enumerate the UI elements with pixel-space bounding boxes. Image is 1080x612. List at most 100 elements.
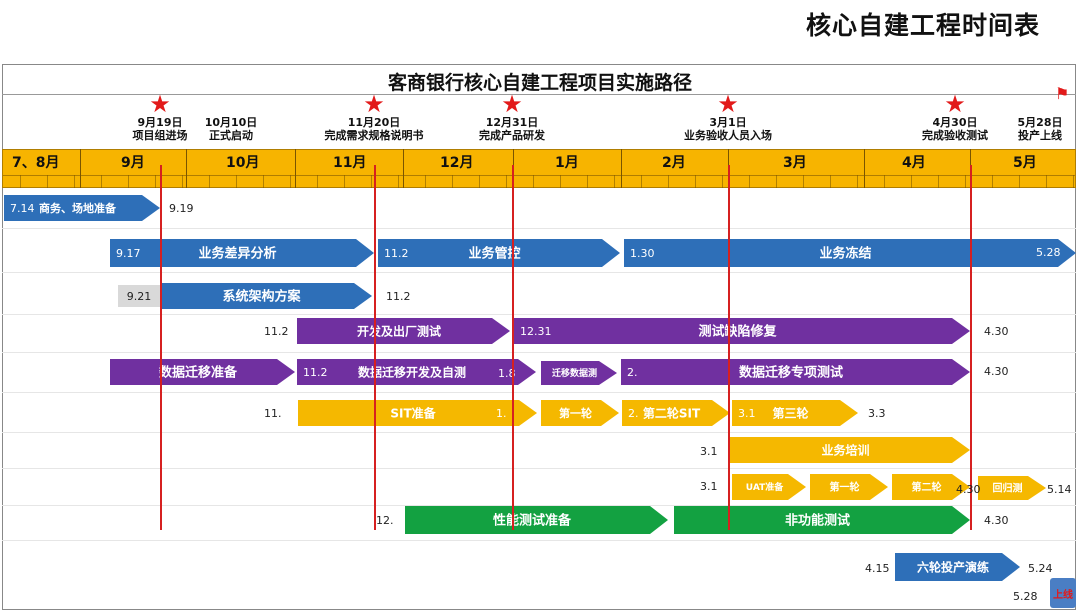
row-separator: [2, 432, 1076, 433]
week-tick: [587, 175, 588, 188]
milestone-star-icon: ★: [717, 90, 739, 118]
task-arrow: [621, 359, 970, 385]
task-label: 第一轮: [830, 481, 860, 494]
task-start-label: 2.: [627, 366, 638, 379]
task-end-label: 4.30: [984, 365, 1009, 378]
month-separator: [621, 149, 622, 188]
task-start-label: 1.30: [630, 247, 655, 260]
week-tick: [992, 175, 993, 188]
month-label: 11月: [333, 155, 367, 171]
milestone-desc: 业务验收人员入场: [684, 129, 772, 142]
task-label: 业务差异分析: [198, 246, 276, 262]
milestone-desc: 投产上线: [1018, 129, 1062, 142]
task-label: 业务管控: [468, 246, 520, 262]
milestone-date: 10月10日: [204, 116, 258, 129]
task-start-label: 3.1: [700, 480, 718, 493]
task-label: 回归测: [993, 482, 1023, 495]
milestone-date: 11月20日: [347, 116, 401, 129]
task-arrow: [541, 400, 619, 426]
task-arrow: [4, 195, 160, 221]
week-tick: [182, 175, 183, 188]
month-label: 1月: [555, 155, 579, 171]
flag-icon: ⚑: [1055, 84, 1070, 103]
week-tick: [857, 175, 858, 188]
task-arrow: [378, 239, 620, 267]
task-arrow: [892, 474, 970, 500]
task-start-label: 3.1: [700, 445, 718, 458]
task-end-label: 5.14: [1047, 483, 1072, 496]
month-label: 3月: [783, 155, 807, 171]
week-tick: [155, 175, 156, 188]
week-tick: [911, 175, 912, 188]
week-tick: [641, 175, 642, 188]
month-label: 9月: [121, 155, 145, 171]
task-arrow: [732, 400, 858, 426]
week-tick: [236, 175, 237, 188]
task-arrow: [674, 506, 970, 534]
milestone-star-icon: ★: [944, 90, 966, 118]
task-label: 业务冻结: [819, 246, 871, 262]
row-separator: [2, 314, 1076, 315]
chart-title: 客商银行核心自建工程项目实施路径: [387, 72, 692, 94]
milestone-line: [970, 165, 972, 530]
week-tick: [1019, 175, 1020, 188]
week-tick: [668, 175, 669, 188]
task-start-label: 7.14: [10, 202, 35, 215]
task-arrow: [624, 239, 1076, 267]
week-tick: [614, 175, 615, 188]
milestone-desc: 项目组进场: [132, 129, 188, 142]
week-tick: [560, 175, 561, 188]
week-tick: [398, 175, 399, 188]
task-label: 第二轮SIT: [643, 405, 701, 420]
task-end-label: 5.28: [1036, 246, 1061, 259]
week-tick: [344, 175, 345, 188]
month-label: 10月: [226, 155, 260, 171]
task-end-label: 4.30: [984, 514, 1009, 527]
task-end-label: 4.30: [984, 325, 1009, 338]
milestone-star-icon: ★: [149, 90, 171, 118]
title-divider: [2, 94, 1076, 95]
week-tick: [803, 175, 804, 188]
task-label: 第二轮: [912, 481, 942, 494]
task-start-label: 9.17: [116, 247, 141, 260]
task-label: 数据迁移开发及自测: [358, 364, 466, 379]
week-tick: [317, 175, 318, 188]
week-tick: [371, 175, 372, 188]
task-label: 商务、场地准备: [39, 201, 117, 215]
milestone-desc: 完成产品研发: [479, 129, 545, 142]
task-label: UAT准备: [746, 481, 784, 493]
milestone-date: 12月31日: [485, 116, 539, 129]
task-end-label: 4.30: [956, 483, 981, 496]
task-label: 非功能测试: [785, 513, 850, 529]
task-label: 性能测试准备: [493, 513, 572, 529]
task-start-label: 11.2: [303, 366, 328, 379]
task-label: 数据迁移准备: [159, 365, 238, 381]
task-start-label: 4.15: [865, 562, 890, 575]
milestone-desc: 完成验收测试: [922, 129, 988, 142]
month-separator: [80, 149, 81, 188]
task-start-label: 9.21: [127, 290, 152, 303]
task-arrow: [297, 359, 536, 385]
week-tick: [452, 175, 453, 188]
row-separator: [2, 505, 1076, 506]
task-start-label: 1.8: [498, 367, 516, 380]
row-separator: [2, 468, 1076, 469]
week-tick: [263, 175, 264, 188]
task-label: 第三轮: [772, 405, 809, 420]
task-arrow: [895, 553, 1020, 581]
milestone-date: 9月19日: [137, 116, 183, 129]
week-tick: [128, 175, 129, 188]
task-label: 数据迁移专项测试: [739, 365, 843, 381]
week-tick: [101, 175, 102, 188]
month-separator: [295, 149, 296, 188]
task-arrow: [298, 400, 537, 426]
row-separator: [2, 228, 1076, 229]
task-arrow: [405, 506, 668, 534]
task-label: 迁移数据测: [552, 367, 597, 379]
task-arrow: [514, 318, 970, 344]
task-arrow: [110, 359, 295, 385]
month-label: 7、8月: [12, 155, 60, 171]
task-start-label: 11.2: [384, 247, 409, 260]
task-arrow: [622, 400, 730, 426]
